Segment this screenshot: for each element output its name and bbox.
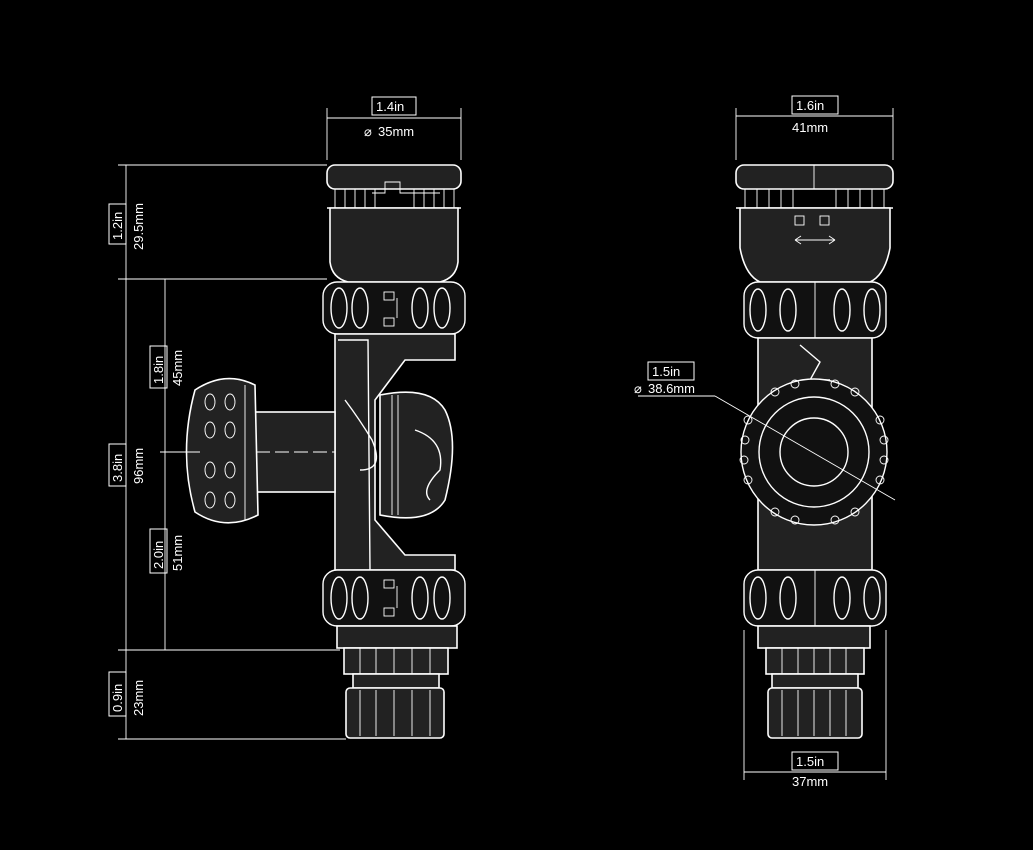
front-base-width-in: 1.5in	[796, 754, 824, 769]
side-dim-lower-in: 2.0in	[151, 541, 166, 569]
side-dim-upper-mm: 45mm	[170, 350, 185, 386]
side-dim-lower-mm: 51mm	[170, 535, 185, 571]
side-top-width-in: 1.4in	[376, 99, 404, 114]
front-view	[638, 108, 896, 780]
front-top-width-in: 1.6in	[796, 98, 824, 113]
front-top-width-mm: 41mm	[792, 120, 828, 135]
front-ball-dia-symbol: ⌀	[634, 381, 642, 396]
side-dim-base-in: 0.9in	[110, 684, 125, 712]
side-dim-base-mm: 23mm	[131, 680, 146, 716]
side-dim-top-in: 1.2in	[110, 212, 125, 240]
side-top-width-mm: 35mm	[378, 124, 414, 139]
side-dim-top-mm: 29.5mm	[131, 203, 146, 250]
side-top-width-diameter-symbol: ⌀	[364, 124, 372, 139]
side-dim-total-in: 3.8in	[110, 454, 125, 482]
side-view	[118, 108, 466, 740]
front-ball-dia-in: 1.5in	[652, 364, 680, 379]
front-ball-dia-mm: 38.6mm	[648, 381, 695, 396]
front-base-width-mm: 37mm	[792, 774, 828, 789]
side-dim-total-mm: 96mm	[131, 448, 146, 484]
side-dim-upper-in: 1.8in	[151, 356, 166, 384]
